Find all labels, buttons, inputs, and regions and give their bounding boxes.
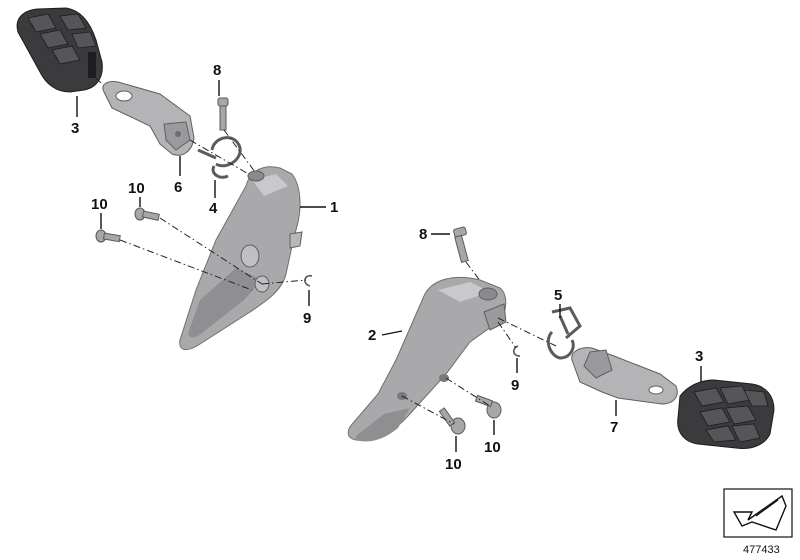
right-footpeg-rubber (677, 379, 775, 449)
callout-left-footpeg: 3 (71, 120, 79, 137)
right-clip (512, 345, 521, 357)
left-screw-lower-axis (119, 239, 253, 291)
left-pin-axis (223, 129, 259, 177)
callout-right-footrest-plate: 7 (610, 419, 618, 436)
callout-right-bracket: 2 (368, 327, 376, 344)
callout-left-screw-upper: 10 (128, 180, 145, 197)
right-bracket (347, 276, 507, 442)
callout-right-pin: 8 (419, 226, 427, 243)
left-clip (304, 274, 313, 287)
left-bracket (179, 166, 303, 350)
diagram-orientation-icon (723, 488, 793, 538)
callout-right-clip: 9 (511, 377, 519, 394)
callout-right-screw-left: 10 (445, 456, 462, 473)
left-screw-lower (95, 229, 121, 243)
left-pin (217, 97, 229, 131)
callout-left-bracket: 1 (330, 199, 338, 216)
right-pin (453, 226, 469, 263)
right-spring (546, 306, 582, 360)
callout-left-spring: 4 (209, 200, 218, 217)
callout-left-clip: 9 (303, 310, 311, 327)
left-spring (197, 136, 242, 179)
callout-right-screw-right: 10 (484, 439, 501, 456)
right-screw-right (474, 394, 502, 419)
callout-left-pin: 8 (213, 62, 221, 79)
left-pivot-axis (189, 139, 253, 177)
callout-right-footpeg: 3 (695, 348, 703, 365)
right-pivot-axis (497, 317, 557, 347)
callout-right-spring: 5 (554, 287, 562, 304)
left-footpeg-rubber (16, 7, 103, 93)
leader-right-bracket (381, 330, 403, 336)
right-screw-left (438, 407, 466, 435)
diagram-number: 477433 (743, 544, 780, 556)
left-screw-upper (134, 207, 160, 221)
left-screw-upper-axis (159, 217, 263, 285)
right-footrest-plate (571, 347, 678, 405)
left-footpeg-axis (95, 77, 109, 91)
callout-left-screw-lower: 10 (91, 196, 108, 213)
right-clip-axis (497, 321, 517, 349)
right-screw-right-axis (445, 377, 491, 407)
right-screw-left-axis (401, 395, 455, 425)
left-footrest-plate (102, 81, 195, 156)
callout-left-footrest-plate: 6 (174, 179, 182, 196)
